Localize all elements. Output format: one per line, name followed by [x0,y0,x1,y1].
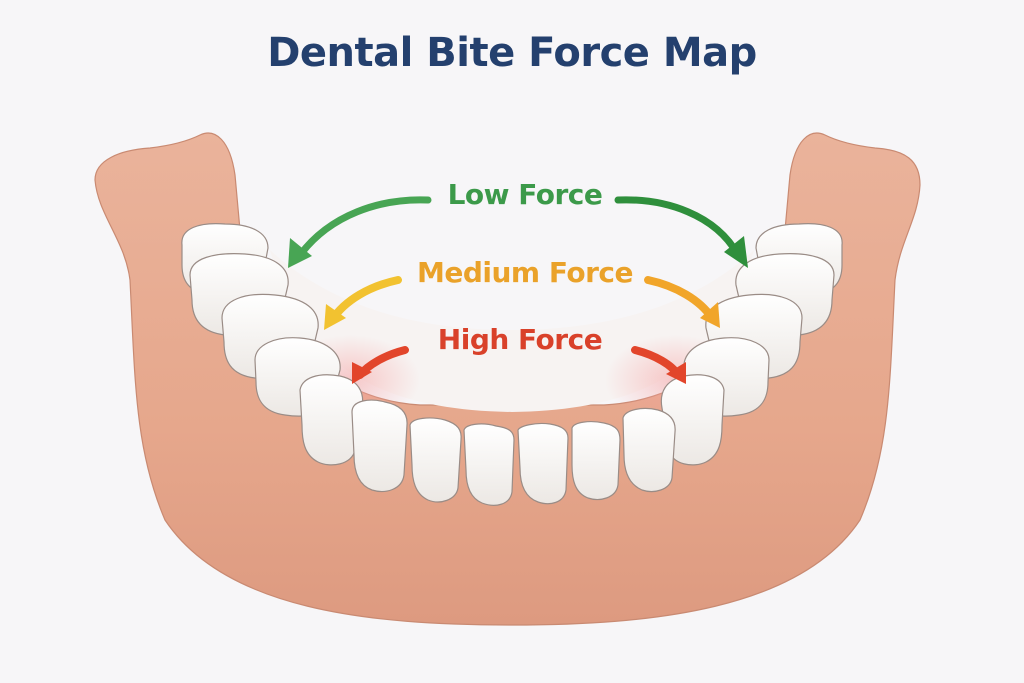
arrow-low-right-icon [614,196,742,259]
front-teeth [351,399,676,506]
high-force-label: High Force [437,323,603,356]
right-molars [660,223,843,466]
medium-force-label: Medium Force [417,256,633,289]
arrow-low-left-icon [296,196,432,259]
page-title: Dental Bite Force Map [267,30,757,76]
low-force-label: Low Force [447,178,603,211]
left-molars [181,223,364,466]
